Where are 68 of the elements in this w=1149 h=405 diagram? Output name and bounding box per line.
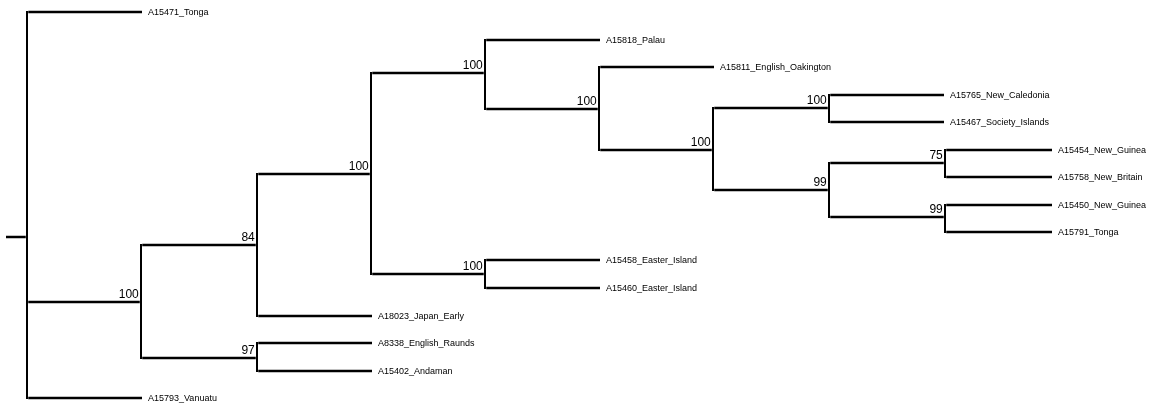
taxon-label: A15450_New_Guinea	[1058, 199, 1147, 211]
taxon-label: A18023_Japan_Early	[378, 310, 465, 322]
tree-branch-bar	[827, 93, 831, 124]
taxon-label: A15811_English_Oakington	[720, 61, 831, 73]
tree-branch	[946, 230, 1052, 234]
tree-branch	[830, 120, 944, 124]
tree-branch	[372, 71, 484, 75]
bootstrap-value: 100	[118, 288, 139, 300]
tree-branch-bar	[25, 10, 29, 400]
tree-branch-bar	[255, 341, 259, 373]
tree-branch	[946, 175, 1052, 179]
taxon-label: A15471_Tonga	[148, 6, 209, 18]
tree-branch	[142, 356, 256, 360]
tree-branch	[258, 341, 372, 345]
bootstrap-value: 97	[241, 344, 255, 356]
tree-branch	[946, 148, 1052, 152]
bootstrap-value: 100	[348, 160, 369, 172]
tree-branch	[258, 172, 370, 176]
taxon-label: A15818_Palau	[606, 34, 666, 46]
bootstrap-value: 75	[929, 149, 943, 161]
tree-branch-bar	[369, 71, 373, 276]
tree-branch	[830, 161, 944, 165]
bootstrap-value: 100	[576, 95, 597, 107]
tree-branch	[486, 286, 600, 290]
tree-branch	[600, 148, 712, 152]
tree-branch	[372, 272, 484, 276]
tree-branch-bar	[943, 148, 947, 179]
tree-branch-bar	[827, 161, 831, 219]
tree-branch	[28, 396, 142, 400]
tree-branch	[142, 243, 256, 247]
bootstrap-value: 100	[690, 136, 711, 148]
tree-branch-bar	[483, 258, 487, 290]
tree-branch-bar	[483, 38, 487, 111]
tree-branch	[486, 258, 600, 262]
taxon-label: A15758_New_Britain	[1058, 171, 1143, 183]
taxon-label: A15454_New_Guinea	[1058, 144, 1147, 156]
tree-branch	[486, 107, 598, 111]
tree-branch	[486, 38, 600, 42]
tree-branch-bar	[943, 203, 947, 234]
bootstrap-value: 84	[241, 231, 255, 243]
tree-branch	[714, 188, 828, 192]
taxon-label: A15791_Tonga	[1058, 226, 1119, 238]
taxon-label: A15467_Society_Islands	[950, 116, 1050, 128]
tree-branch-bar	[711, 106, 715, 192]
tree-branch	[258, 314, 372, 318]
taxon-label: A15458_Easter_Island	[606, 254, 698, 266]
taxon-label: A15460_Easter_Island	[606, 282, 698, 294]
taxon-label: A15765_New_Caledonia	[950, 89, 1050, 101]
tree-branch	[258, 369, 372, 373]
taxon-label: A8338_English_Raunds	[378, 337, 475, 349]
tree-branch-bar	[597, 65, 601, 152]
tree-branch	[28, 300, 140, 304]
taxon-label: A15793_Vanuatu	[148, 392, 217, 404]
tree-branch	[28, 10, 142, 14]
tree-branch	[6, 235, 26, 239]
tree-branch	[714, 106, 828, 110]
tree-branch	[946, 203, 1052, 207]
bootstrap-value: 100	[806, 94, 827, 106]
bootstrap-value: 99	[929, 203, 943, 215]
tree-branch	[830, 93, 944, 97]
bootstrap-value: 99	[813, 176, 827, 188]
tree-branch	[830, 215, 944, 219]
taxon-label: A15402_Andaman	[378, 365, 453, 377]
tree-branch	[600, 65, 714, 69]
bootstrap-value: 100	[462, 260, 483, 272]
tree-branch-bar	[139, 243, 143, 360]
tree-branch-bar	[255, 172, 259, 318]
bootstrap-value: 100	[462, 59, 483, 71]
